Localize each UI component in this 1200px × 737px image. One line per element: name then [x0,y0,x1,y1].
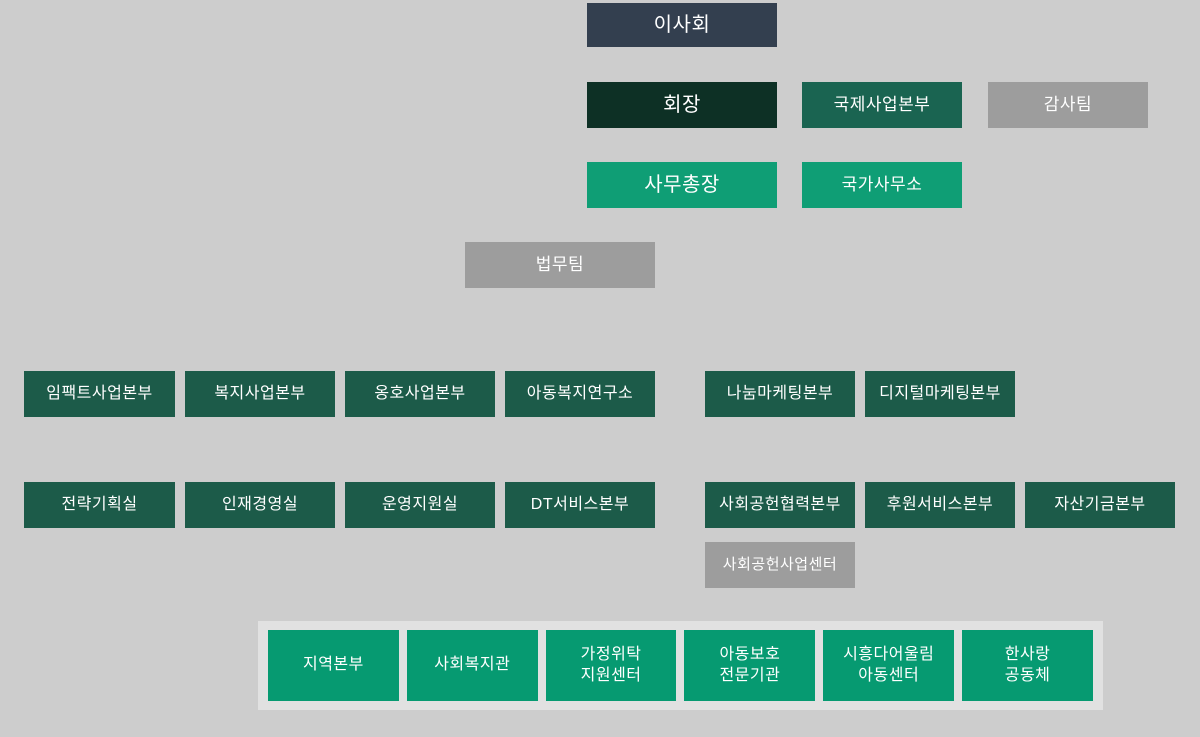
org-box-welfare-division: 복지사업본부 [185,371,335,417]
org-box-foster-care-support-center: 가정위탁 지원센터 [545,630,677,701]
org-box-child-welfare-institute: 아동복지연구소 [505,371,655,417]
org-box-country-office: 국가사무소 [802,162,962,208]
org-box-impact-division: 임팩트사업본부 [24,371,175,417]
org-box-siheung-children-center: 시흥다어울림 아동센터 [823,630,955,701]
org-box-legal-team: 법무팀 [465,242,655,288]
org-box-sponsor-service-division: 후원서비스본부 [865,482,1015,528]
org-box-audit-team: 감사팀 [988,82,1148,128]
org-box-digital-marketing-division: 디지털마케팅본부 [865,371,1015,417]
org-box-social-welfare-center: 사회복지관 [406,630,538,701]
org-box-board: 이사회 [587,3,777,47]
org-box-csr-partnership-division: 사회공헌협력본부 [705,482,855,528]
org-box-strategy-planning-office: 전략기획실 [24,482,175,528]
org-box-chairman: 회장 [587,82,777,128]
org-box-secretary-general: 사무총장 [587,162,777,208]
org-box-child-protection-agency: 아동보호 전문기관 [684,630,816,701]
org-box-dt-service-division: DT서비스본부 [505,482,655,528]
org-box-hansarang-community: 한사랑 공동체 [962,630,1093,701]
org-box-operations-support-office: 운영지원실 [345,482,495,528]
org-box-sharing-marketing-division: 나눔마케팅본부 [705,371,855,417]
org-box-regional-hq: 지역본부 [268,630,399,701]
org-box-international-hq: 국제사업본부 [802,82,962,128]
org-box-advocacy-division: 옹호사업본부 [345,371,495,417]
org-box-asset-fund-division: 자산기금본부 [1025,482,1175,528]
field-units-panel: 지역본부 사회복지관 가정위탁 지원센터 아동보호 전문기관 시흥다어울림 아동… [258,621,1103,710]
org-box-hr-management-office: 인재경영실 [185,482,335,528]
org-box-csr-business-center: 사회공헌사업센터 [705,542,855,588]
